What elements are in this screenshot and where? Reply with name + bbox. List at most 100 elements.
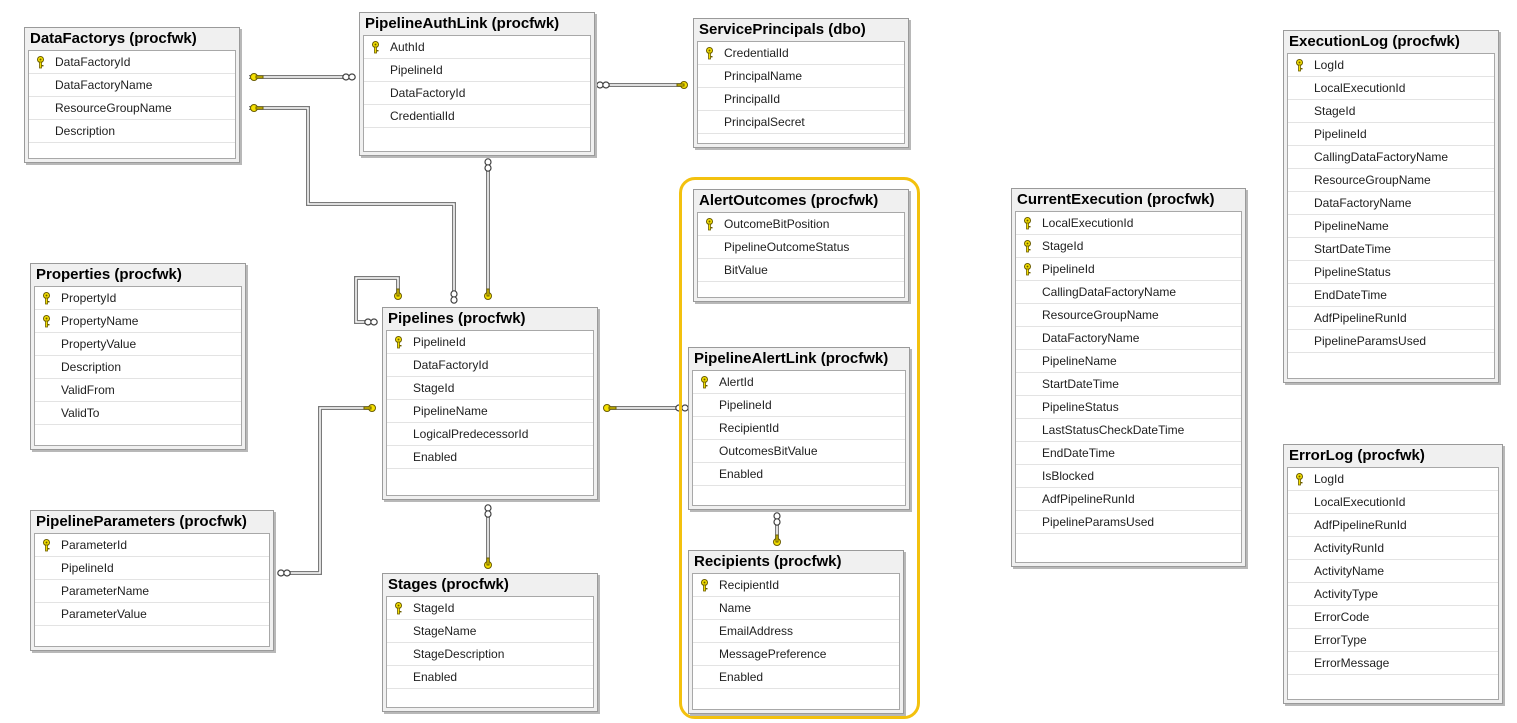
table-title[interactable]: ErrorLog (procfwk)	[1289, 447, 1425, 464]
column-row[interactable]: Enabled	[387, 666, 593, 689]
column-row[interactable]: PrincipalSecret	[698, 111, 904, 134]
table-title[interactable]: AlertOutcomes (procfwk)	[699, 192, 879, 209]
column-row[interactable]: DataFactoryName	[1016, 327, 1241, 350]
column-row[interactable]: ActivityType	[1288, 583, 1498, 606]
table-title[interactable]: CurrentExecution (procfwk)	[1017, 191, 1215, 208]
column-row[interactable]: ResourceGroupName	[1288, 169, 1494, 192]
column-row[interactable]: AuthId	[364, 36, 590, 59]
column-row[interactable]: LogId	[1288, 468, 1498, 491]
column-row[interactable]: StageId	[387, 377, 593, 400]
column-row[interactable]: PrincipalId	[698, 88, 904, 111]
column-row[interactable]: DataFactoryId	[364, 82, 590, 105]
column-row[interactable]: LastStatusCheckDateTime	[1016, 419, 1241, 442]
column-row[interactable]: EndDateTime	[1016, 442, 1241, 465]
column-row[interactable]: LocalExecutionId	[1016, 212, 1241, 235]
column-row[interactable]: PrincipalName	[698, 65, 904, 88]
column-row[interactable]: StageName	[387, 620, 593, 643]
column-row[interactable]: Description	[29, 120, 235, 143]
column-row[interactable]: DataFactoryName	[1288, 192, 1494, 215]
column-row[interactable]: PipelineId	[693, 394, 905, 417]
column-row[interactable]: Enabled	[693, 463, 905, 486]
column-row[interactable]: Description	[35, 356, 241, 379]
column-row[interactable]: ResourceGroupName	[1016, 304, 1241, 327]
column-row[interactable]: ErrorMessage	[1288, 652, 1498, 675]
column-row[interactable]: PipelineStatus	[1016, 396, 1241, 419]
column-row[interactable]: PipelineStatus	[1288, 261, 1494, 284]
column-row[interactable]: Enabled	[387, 446, 593, 469]
column-row[interactable]: RecipientId	[693, 574, 899, 597]
table-alertoutcomes[interactable]: AlertOutcomes (procfwk) OutcomeBitPositio…	[693, 189, 909, 302]
column-row[interactable]: ErrorCode	[1288, 606, 1498, 629]
table-currentexecution[interactable]: CurrentExecution (procfwk) LocalExecution…	[1011, 188, 1246, 567]
column-row[interactable]: PipelineId	[364, 59, 590, 82]
column-row[interactable]: CredentialId	[364, 105, 590, 128]
column-row[interactable]: PipelineId	[1288, 123, 1494, 146]
table-title[interactable]: PipelineParameters (procfwk)	[36, 513, 247, 530]
column-row[interactable]: StageId	[387, 597, 593, 620]
column-row[interactable]: PipelineParamsUsed	[1016, 511, 1241, 534]
column-row[interactable]: ValidTo	[35, 402, 241, 425]
table-title[interactable]: Properties (procfwk)	[36, 266, 182, 283]
table-title[interactable]: Pipelines (procfwk)	[388, 310, 526, 327]
column-row[interactable]: DataFactoryId	[29, 51, 235, 74]
column-row[interactable]: DataFactoryName	[29, 74, 235, 97]
table-title[interactable]: Stages (procfwk)	[388, 576, 509, 593]
column-row[interactable]: PipelineOutcomeStatus	[698, 236, 904, 259]
table-title[interactable]: Recipients (procfwk)	[694, 553, 842, 570]
column-row[interactable]: StartDateTime	[1288, 238, 1494, 261]
column-row[interactable]: PipelineName	[1288, 215, 1494, 238]
column-row[interactable]: PipelineName	[1016, 350, 1241, 373]
column-row[interactable]: StageId	[1288, 100, 1494, 123]
column-row[interactable]: PropertyName	[35, 310, 241, 333]
column-row[interactable]: ParameterId	[35, 534, 269, 557]
column-row[interactable]: Enabled	[693, 666, 899, 689]
column-row[interactable]: RecipientId	[693, 417, 905, 440]
column-row[interactable]: ParameterValue	[35, 603, 269, 626]
column-row[interactable]: PipelineName	[387, 400, 593, 423]
column-row[interactable]: PipelineId	[35, 557, 269, 580]
table-title[interactable]: ServicePrincipals (dbo)	[699, 21, 866, 38]
column-row[interactable]: ErrorType	[1288, 629, 1498, 652]
column-row[interactable]: LocalExecutionId	[1288, 491, 1498, 514]
column-row[interactable]: PropertyValue	[35, 333, 241, 356]
column-row[interactable]: CallingDataFactoryName	[1288, 146, 1494, 169]
column-row[interactable]: LogicalPredecessorId	[387, 423, 593, 446]
column-row[interactable]: StageId	[1016, 235, 1241, 258]
column-row[interactable]: PipelineId	[387, 331, 593, 354]
column-row[interactable]: ValidFrom	[35, 379, 241, 402]
column-row[interactable]: OutcomesBitValue	[693, 440, 905, 463]
column-row[interactable]: IsBlocked	[1016, 465, 1241, 488]
column-row[interactable]: StartDateTime	[1016, 373, 1241, 396]
column-row[interactable]: ResourceGroupName	[29, 97, 235, 120]
column-row[interactable]: MessagePreference	[693, 643, 899, 666]
column-row[interactable]: BitValue	[698, 259, 904, 282]
column-row[interactable]: ActivityRunId	[1288, 537, 1498, 560]
column-row[interactable]: AlertId	[693, 371, 905, 394]
column-row[interactable]: ActivityName	[1288, 560, 1498, 583]
column-row[interactable]: LocalExecutionId	[1288, 77, 1494, 100]
table-title[interactable]: DataFactorys (procfwk)	[30, 30, 197, 47]
column-row[interactable]: PipelineId	[1016, 258, 1241, 281]
column-row[interactable]: Name	[693, 597, 899, 620]
column-row[interactable]: CallingDataFactoryName	[1016, 281, 1241, 304]
table-title[interactable]: PipelineAuthLink (procfwk)	[365, 15, 560, 32]
column-row[interactable]: EndDateTime	[1288, 284, 1494, 307]
column-row[interactable]: OutcomeBitPosition	[698, 213, 904, 236]
table-title[interactable]: ExecutionLog (procfwk)	[1289, 33, 1460, 50]
column-row[interactable]: CredentialId	[698, 42, 904, 65]
column-row[interactable]: StageDescription	[387, 643, 593, 666]
column-row[interactable]: EmailAddress	[693, 620, 899, 643]
column-row[interactable]: AdfPipelineRunId	[1288, 307, 1494, 330]
column-row[interactable]: ParameterName	[35, 580, 269, 603]
column-row[interactable]: AdfPipelineRunId	[1016, 488, 1241, 511]
